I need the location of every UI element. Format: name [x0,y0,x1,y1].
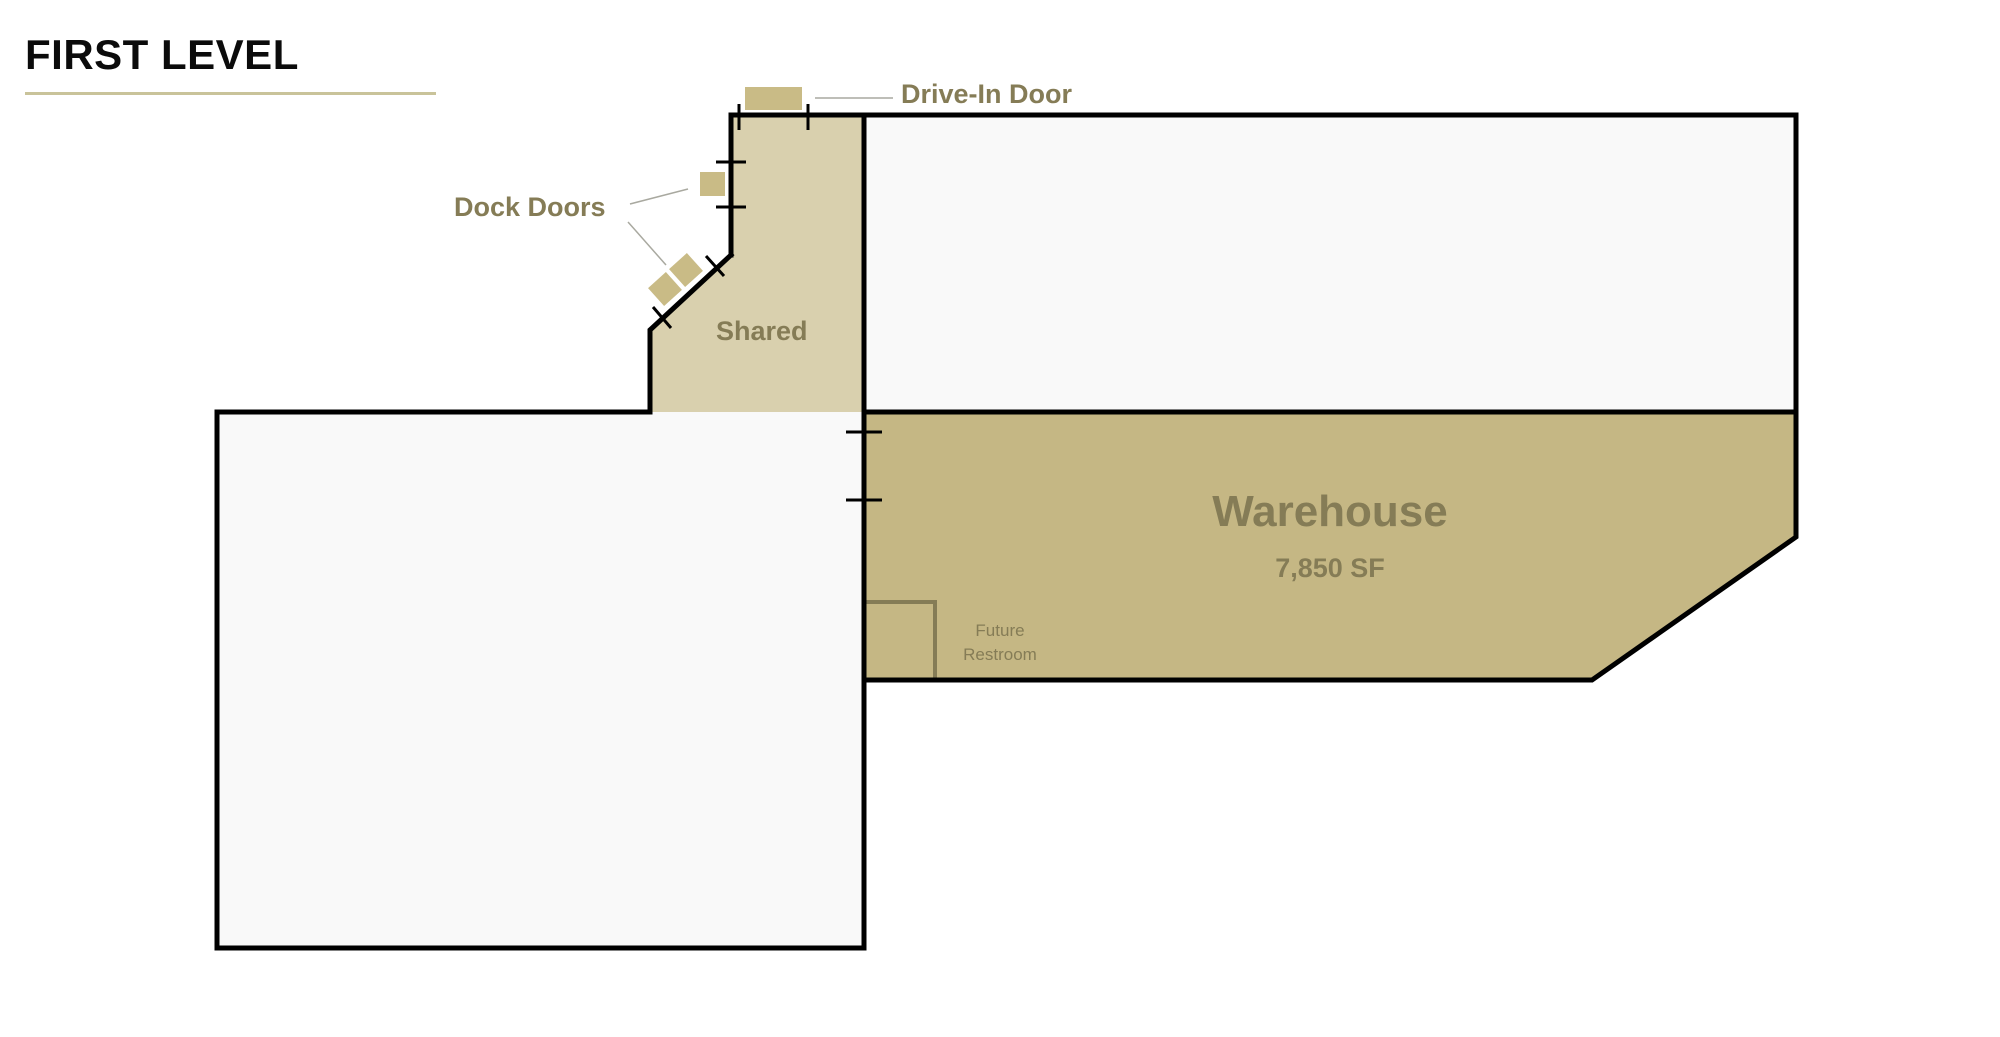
warehouse-area-label: 7,850 SF [1275,553,1385,583]
dock-leader-line [627,221,667,266]
page-title: FIRST LEVEL [25,31,299,78]
door-ticks [651,104,882,502]
future-restroom-label: Future Restroom [940,619,1060,667]
warehouse-label: Warehouse [1212,487,1448,536]
future-restroom-line1: Future [975,621,1025,640]
dock-doors-label: Dock Doors [454,192,606,222]
shared-label: Shared [716,316,808,346]
dock-door-icon [669,253,703,287]
future-restroom-line2: Restroom [963,645,1037,664]
left-unleased-area [217,412,864,948]
dock-door-icon [700,172,725,196]
shared-area[interactable] [650,115,864,412]
warehouse-area[interactable] [864,412,1796,680]
future-restroom-outline [866,600,937,680]
dock-leader-line [629,188,689,205]
walls [214,112,1799,951]
dock-door-icon [648,272,682,306]
drive-in-door-label: Drive-In Door [901,79,1073,109]
title-underline [25,92,436,95]
drive-in-door-icon [745,87,802,110]
upper-unleased-area [864,115,1796,412]
